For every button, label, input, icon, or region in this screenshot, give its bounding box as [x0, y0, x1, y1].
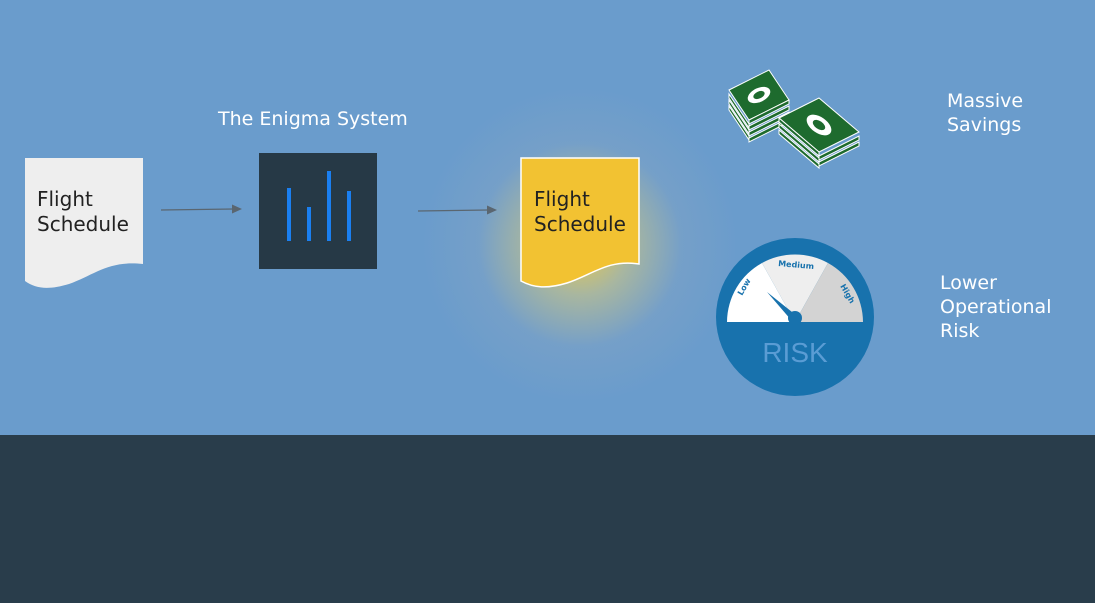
system-bar-1	[287, 188, 291, 241]
input-document-label: Flight Schedule	[37, 187, 129, 237]
output-document-line2: Schedule	[534, 212, 626, 236]
system-bar-4	[347, 191, 351, 241]
arrow-input-to-system	[160, 204, 242, 214]
gauge-caption: RISK	[762, 337, 828, 368]
savings-label: Massive Savings	[947, 89, 1023, 137]
savings-line1: Massive	[947, 90, 1024, 112]
input-document-line1: Flight	[37, 187, 93, 211]
arrow-system-to-output	[417, 205, 497, 215]
diagram-canvas: Flight Schedule The Enigma System Flight…	[0, 0, 1095, 435]
risk-line2: Operational	[940, 296, 1052, 318]
output-document-label: Flight Schedule	[534, 187, 626, 237]
gauge-medium-label: Medium	[778, 259, 815, 271]
gauge-medium-zone	[762, 254, 828, 322]
footer-band	[0, 435, 1095, 603]
input-document-shape	[25, 158, 143, 288]
risk-line1: Lower	[940, 272, 997, 294]
gauge-high-zone	[795, 263, 863, 322]
gauge-low-zone	[727, 263, 795, 322]
system-bar-3	[327, 171, 331, 241]
input-document-line2: Schedule	[37, 212, 129, 236]
system-bar-2	[307, 207, 311, 241]
output-document-shape	[520, 157, 640, 288]
savings-line2: Savings	[947, 114, 1022, 136]
output-document-line1: Flight	[534, 187, 590, 211]
enigma-system-logo	[259, 153, 377, 269]
risk-line3: Risk	[940, 320, 980, 342]
system-title: The Enigma System	[218, 108, 408, 130]
risk-label: Lower Operational Risk	[940, 271, 1051, 343]
money-stack-icon	[728, 69, 860, 170]
risk-gauge-icon: Low Medium High RISK	[716, 238, 874, 396]
